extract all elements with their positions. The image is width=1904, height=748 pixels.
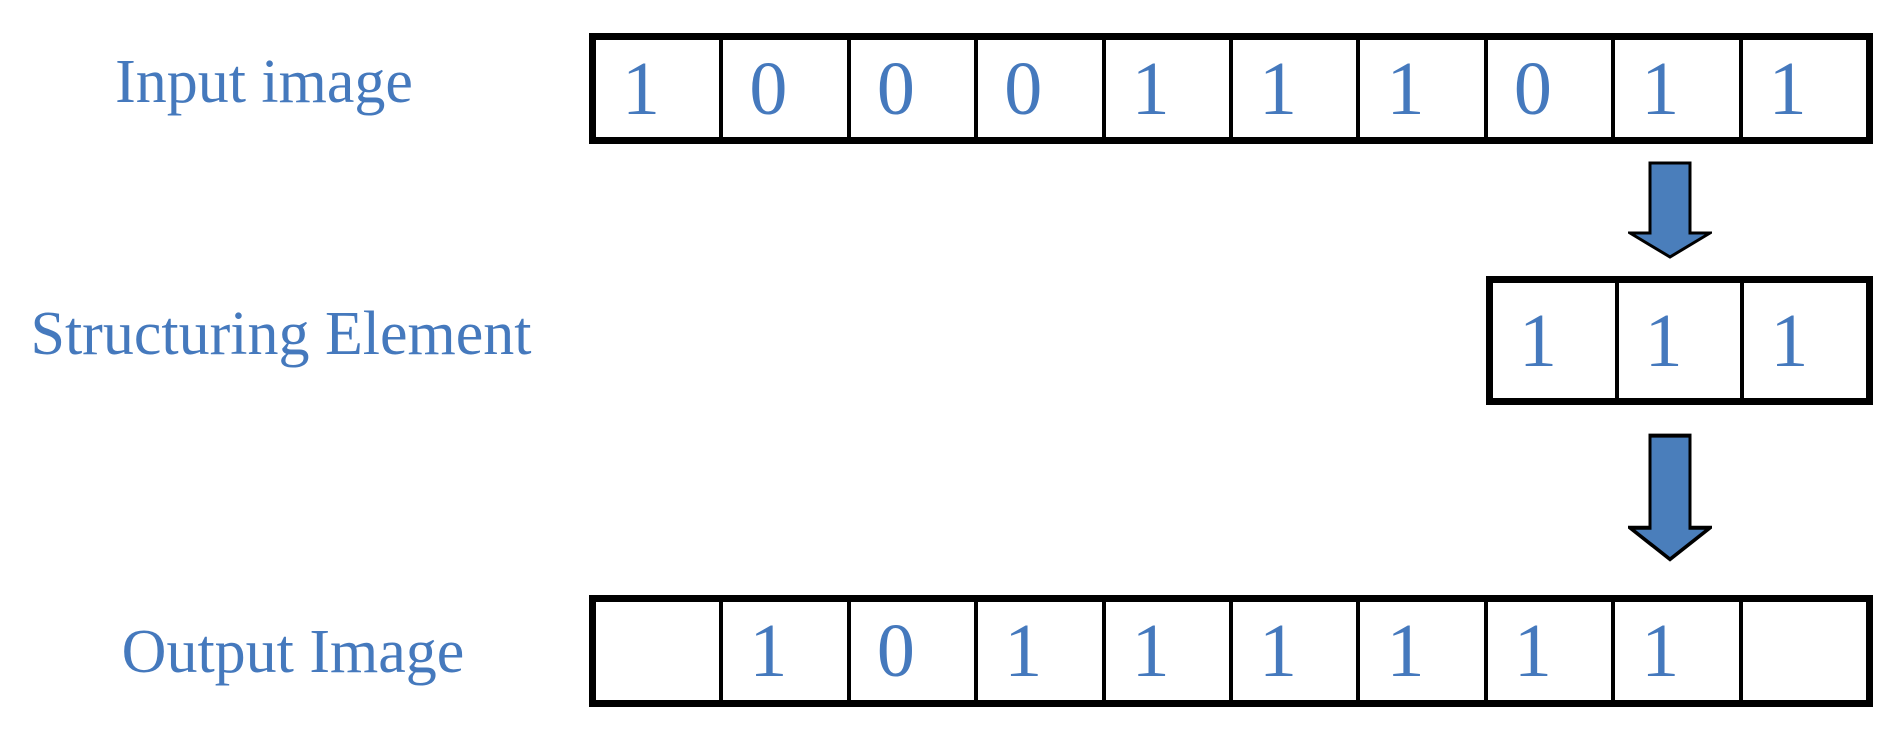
grid-cell: 1 (1488, 602, 1616, 700)
grid-cell: 0 (851, 602, 979, 700)
grid-cell: 1 (1768, 46, 1807, 131)
grid-cell (596, 602, 724, 700)
grid-cell: 1 (723, 602, 851, 700)
grid-cell (1743, 602, 1866, 700)
grid-cell: 0 (723, 40, 851, 137)
output-image-label: Output Image (121, 618, 465, 686)
grid-cell: 1 (1233, 40, 1361, 137)
structuring-element-label: Structuring Element (30, 300, 532, 368)
grid-cell: 1 (978, 602, 1106, 700)
grid-cell: 1 (1619, 283, 1745, 398)
grid-cell: 1 (1360, 40, 1488, 137)
grid-cell: 1 (1770, 298, 1809, 383)
grid-cell: 1 (1106, 602, 1234, 700)
grid-cell: 1 (1360, 602, 1488, 700)
grid-cell: 0 (851, 40, 979, 137)
grid-cell: 1 (1615, 602, 1743, 700)
grid-cell: 1 (1233, 602, 1361, 700)
grid-cell: 0 (1488, 40, 1616, 137)
grid-cell: 0 (978, 40, 1106, 137)
down-arrow-icon (1628, 161, 1712, 259)
input-image-label: Input image (115, 48, 413, 116)
grid-cell: 1 (1615, 40, 1743, 137)
down-arrow-icon (1628, 433, 1712, 562)
grid-cell: 1 (1106, 40, 1234, 137)
grid-cell: 1 (1493, 283, 1619, 398)
grid-cell: 1 (596, 40, 724, 137)
